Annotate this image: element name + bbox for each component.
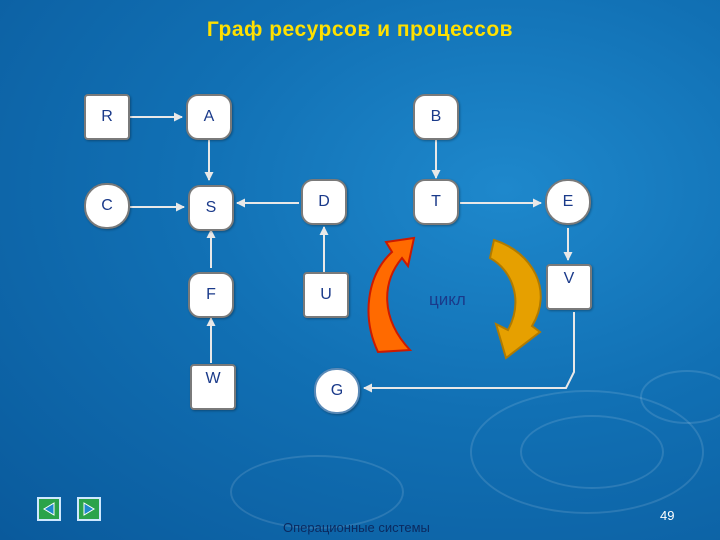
node-F: F xyxy=(188,272,234,318)
node-S: S xyxy=(188,185,234,231)
page-number: 49 xyxy=(660,508,675,523)
footer-text: Операционные системы xyxy=(283,520,430,535)
node-D: D xyxy=(301,179,347,225)
node-A: A xyxy=(186,94,232,140)
triangle-left-icon xyxy=(43,502,55,516)
node-C: C xyxy=(84,183,130,229)
node-V: V xyxy=(546,264,592,310)
water-ripple-decoration xyxy=(230,455,404,529)
water-ripple-decoration xyxy=(640,370,720,424)
edge-V-G xyxy=(363,312,575,393)
next-slide-button[interactable] xyxy=(77,497,101,521)
node-B: B xyxy=(413,94,459,140)
cycle-arrow-left xyxy=(367,236,416,354)
triangle-right-icon xyxy=(83,502,95,516)
cycle-label: цикл xyxy=(429,290,466,309)
water-ripple-decoration xyxy=(520,415,664,489)
node-U: U xyxy=(303,272,349,318)
node-R: R xyxy=(84,94,130,140)
cycle-arrow-right xyxy=(488,238,542,360)
slide-title: Граф ресурсов и процессов xyxy=(206,18,514,41)
node-T: T xyxy=(413,179,459,225)
node-W: W xyxy=(190,364,236,410)
node-E: E xyxy=(545,179,591,225)
prev-slide-button[interactable] xyxy=(37,497,61,521)
node-G: G xyxy=(314,368,360,414)
water-ripple-decoration xyxy=(470,390,704,514)
